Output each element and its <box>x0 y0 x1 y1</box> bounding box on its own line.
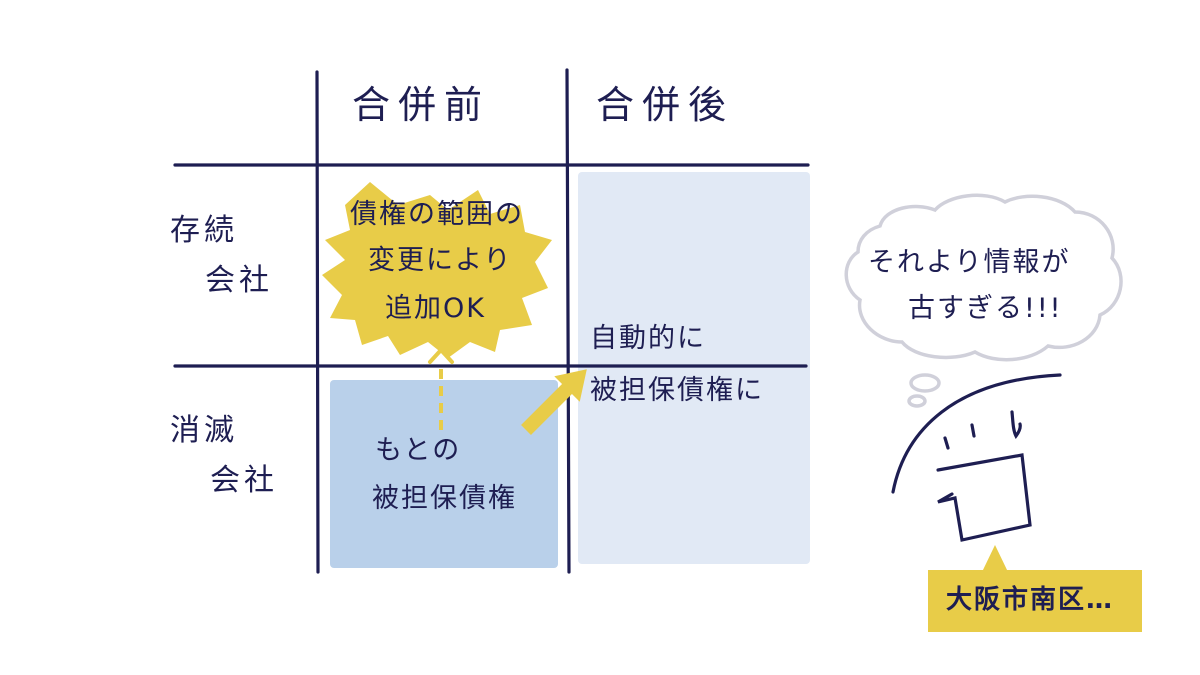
note-text: 大阪市南区… <box>946 585 1115 615</box>
grid-lines <box>173 68 810 574</box>
column-header-after: 合併後 <box>596 83 735 127</box>
column-header-before: 合併前 <box>352 83 491 127</box>
burst-shape <box>322 182 552 358</box>
thought-cloud <box>844 193 1123 408</box>
diagonal-arrow <box>521 369 587 435</box>
row-label-dissolving-line1: 消滅 <box>170 413 238 448</box>
person-figure <box>891 373 1062 542</box>
thought-text-line1: それより情報が <box>868 247 1071 278</box>
burst-text-line3: 追加OK <box>385 293 486 324</box>
dashed-up-arrow <box>428 347 454 430</box>
row-label-surviving-line1: 存続 <box>170 213 238 248</box>
automatic-claim-cell <box>578 172 810 564</box>
original-claim-cell <box>330 380 558 568</box>
original-claim-line2: 被担保債権 <box>372 483 517 514</box>
automatic-claim-line2: 被担保債権に <box>590 375 764 406</box>
row-label-surviving-line2: 会社 <box>205 263 273 298</box>
original-claim-line1: もとの <box>375 435 462 466</box>
row-label-dissolving-line2: 会社 <box>210 463 278 498</box>
burst-text-line2: 変更により <box>368 245 513 276</box>
note-card <box>928 545 1142 632</box>
automatic-claim-line1: 自動的に <box>590 323 706 354</box>
thought-text-line2: 古すぎる!!! <box>908 293 1063 324</box>
burst-text-line1: 債権の範囲の <box>350 199 524 230</box>
